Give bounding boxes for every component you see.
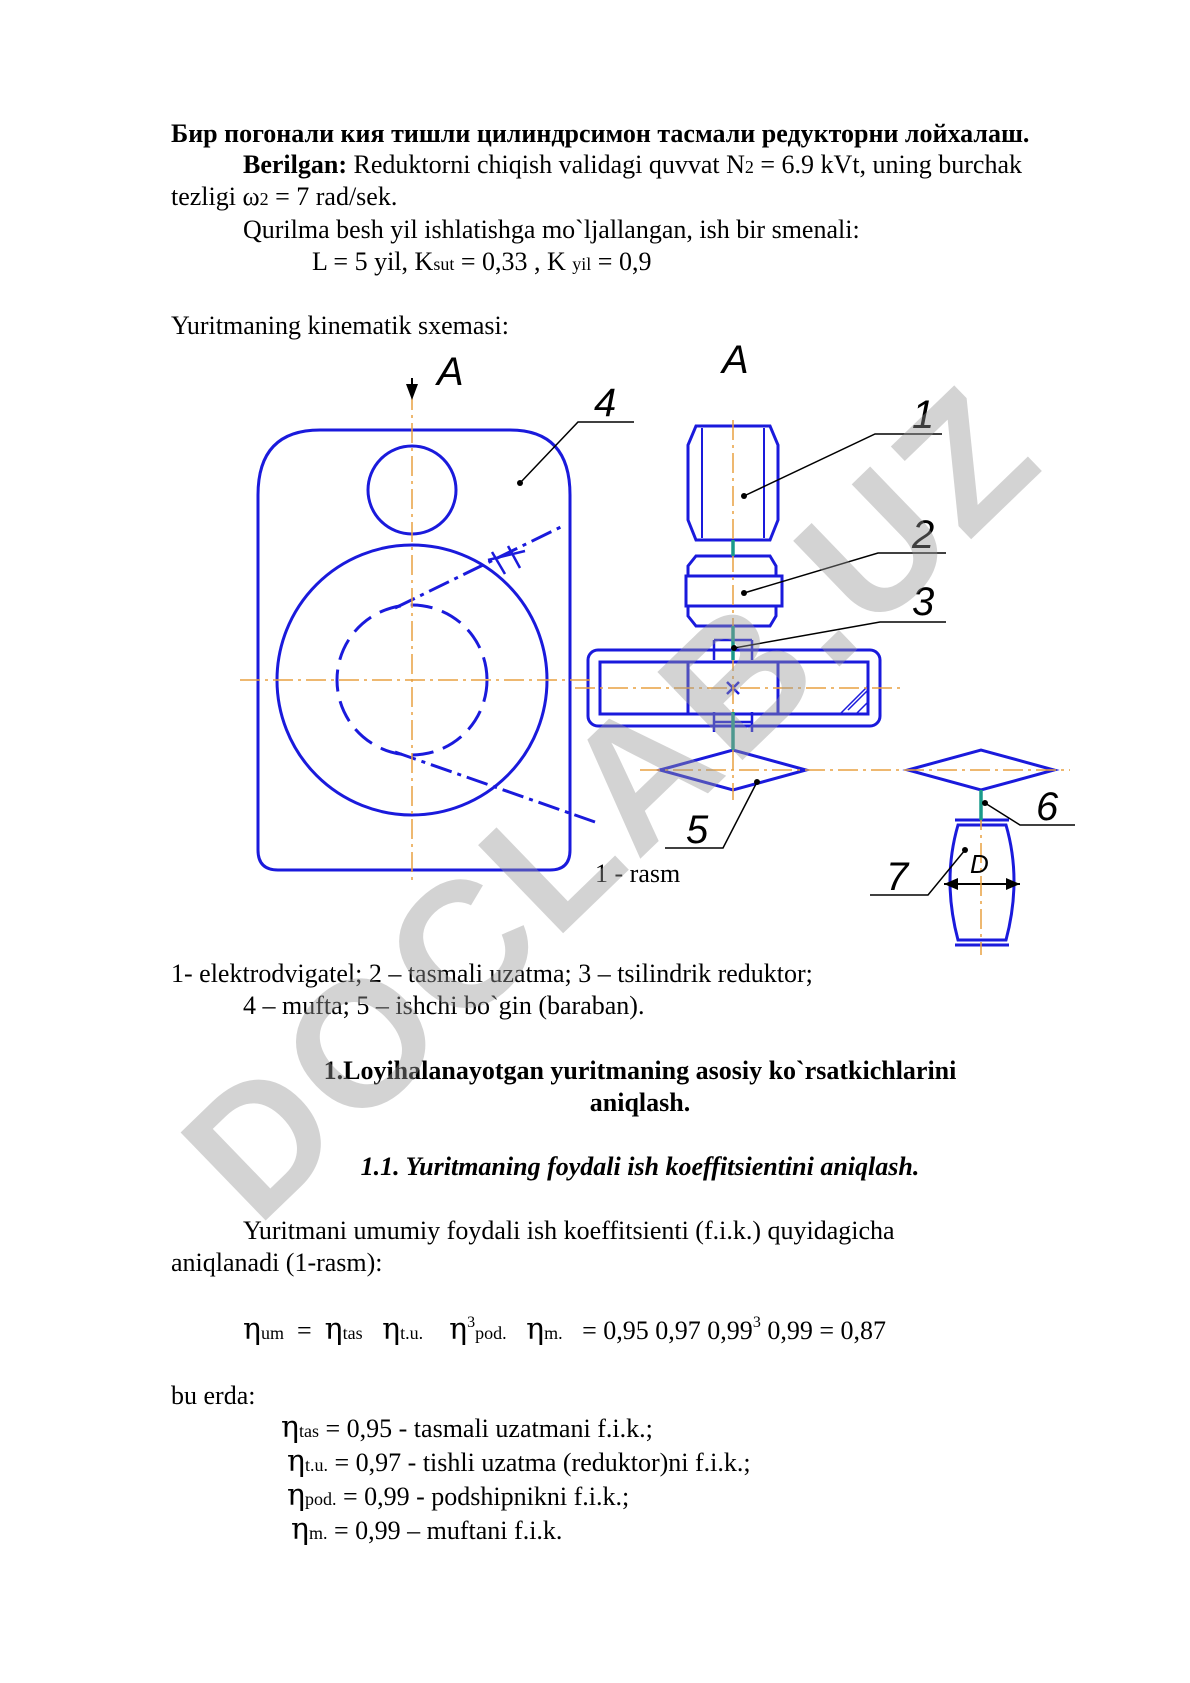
eta-symbol: η (243, 1312, 261, 1347)
barrel-drum (948, 823, 1016, 942)
callout-1: 1 (912, 393, 934, 437)
definition-row: ηtas = 0,95 - tasmali uzatmani f.i.k.; (281, 1412, 653, 1447)
eta-symbol: η (287, 1444, 305, 1479)
eta-symbol: η (287, 1478, 305, 1513)
callout-7: 7 (886, 855, 910, 899)
motor (686, 424, 780, 542)
param-text: L = 5 yil, K (312, 247, 434, 276)
leader-6 (984, 802, 1075, 826)
param-sub: yil (572, 254, 592, 274)
definition-row: ηpod. = 0,99 - podshipnikni f.i.k.; (287, 1480, 629, 1515)
formula-rhs-end: 0,99 = 0,87 (760, 1316, 886, 1345)
eta-symbol: η (449, 1312, 468, 1347)
leader-7 (870, 849, 966, 896)
param-text: = 0,33 , K (454, 247, 573, 276)
formula-sub: m. (544, 1323, 563, 1343)
section-line-upper (394, 523, 566, 610)
hatch-mark (487, 545, 526, 575)
formula-rhs-power: 3 (752, 1314, 761, 1331)
definition-text: = 0,95 - tasmali uzatmani f.i.k.; (318, 1414, 653, 1443)
figure-caption: 1 - rasm (595, 859, 680, 888)
definition-row: ηm. = 0,99 – muftani f.i.k. (291, 1514, 562, 1549)
belt-pulley-top (686, 554, 778, 578)
service-line: Qurilma besh yil ishlatishga mo`ljallang… (243, 215, 860, 244)
formula-sub: t.u. (400, 1323, 424, 1343)
formula-sub: tas (342, 1323, 363, 1343)
legend-line-1: 1- elektrodvigatel; 2 – tasmali uzatma; … (171, 959, 813, 988)
eta-symbol: η (291, 1512, 309, 1547)
motor-lines (701, 428, 765, 538)
formula-sub: um (260, 1323, 284, 1343)
given-line-2: tezligi ω2 = 7 rad/sek. (171, 181, 397, 215)
eta-symbol: η (281, 1410, 299, 1445)
param-sub: sut (433, 254, 455, 274)
where-label: bu erda: (171, 1381, 256, 1410)
formula-power: 3 (467, 1314, 476, 1331)
definition-sub: t.u. (304, 1455, 328, 1475)
callout-6: 6 (1036, 785, 1059, 829)
definition-sub: pod. (304, 1489, 337, 1509)
belt-pulley-bottom (686, 604, 778, 628)
definition-text: = 0,99 - podshipnikni f.i.k.; (336, 1482, 630, 1511)
leader-1 (743, 433, 942, 497)
callout-2: 2 (911, 513, 934, 557)
leader-2 (743, 552, 946, 594)
section-heading-1: 1.Loyihalanayotgan yuritmaning asosiy ko… (323, 1056, 957, 1085)
efficiency-formula: ηum = ηtas ηt.u. η3pod. ηm. = 0,95 0,97 … (243, 1314, 886, 1351)
leader-3 (733, 621, 946, 649)
eta-symbol: η (526, 1312, 545, 1347)
section-line-lower (394, 750, 596, 824)
callout-4: 4 (594, 381, 616, 425)
given-omega: tezligi ω (171, 182, 260, 211)
definition-sub: m. (308, 1523, 328, 1543)
formula-rhs: = 0,95 0,97 0,99 (582, 1316, 753, 1345)
given-text: Reduktorni chiqish validagi quvvat N (353, 150, 745, 179)
definition-sub: tas (298, 1421, 319, 1441)
view-label-a-left: A (435, 350, 464, 394)
param-text: = 0,9 (591, 247, 652, 276)
definition-text: = 0,99 – muftani f.i.k. (327, 1516, 563, 1545)
leader-4 (519, 421, 634, 484)
view-arrow-head (406, 384, 418, 400)
definition-text: = 0,97 - tishli uzatma (reduktor)ni f.i.… (328, 1448, 751, 1477)
page-title: Бир погонали кия тишли цилиндрсимон тасм… (171, 119, 1030, 148)
given-omega-sub: 2 (259, 189, 269, 209)
formula-sub: pod. (475, 1323, 507, 1343)
service-params: L = 5 yil, Ksut = 0,33 , K yil = 0,9 (312, 246, 651, 280)
paragraph-line-1: Yuritmani umumiy foydali ish koeffitsien… (243, 1216, 895, 1245)
legend-line-2: 4 – mufta; 5 – ishchi bo`gin (baraban). (243, 991, 645, 1020)
coupling-casing (256, 428, 572, 872)
section-heading-1-1: 1.1. Yuritmaning foydali ish koeffitsien… (360, 1152, 920, 1181)
given-line-1: Berilgan: Reduktorni chiqish validagi qu… (243, 149, 1022, 183)
view-label-a-right: A (720, 338, 749, 382)
given-omega-value: = 7 rad/sek. (268, 182, 398, 211)
eta-symbol: η (324, 1312, 343, 1347)
section-heading-1-cont: aniqlash. (589, 1088, 691, 1117)
barrel-flanges (955, 818, 1009, 947)
eta-symbol: η (382, 1312, 401, 1347)
callout-3: 3 (912, 580, 934, 624)
callout-5: 5 (686, 808, 709, 852)
leader-5 (665, 781, 758, 849)
dimension-label-d: D (970, 849, 989, 879)
scheme-title: Yuritmaning kinematik sxemasi: (171, 311, 509, 340)
hatching (839, 685, 869, 715)
belt-pulley-body (684, 574, 784, 608)
definition-row: ηt.u. = 0,97 - tishli uzatma (reduktor)n… (287, 1446, 751, 1481)
given-sub: 2 (744, 157, 754, 177)
given-text-2: = 6.9 kVt, uning burchak (753, 150, 1023, 179)
paragraph-line-2: aniqlanadi (1-rasm): (171, 1248, 383, 1277)
formula-eq: = (297, 1316, 312, 1345)
given-label: Berilgan: (243, 150, 347, 179)
